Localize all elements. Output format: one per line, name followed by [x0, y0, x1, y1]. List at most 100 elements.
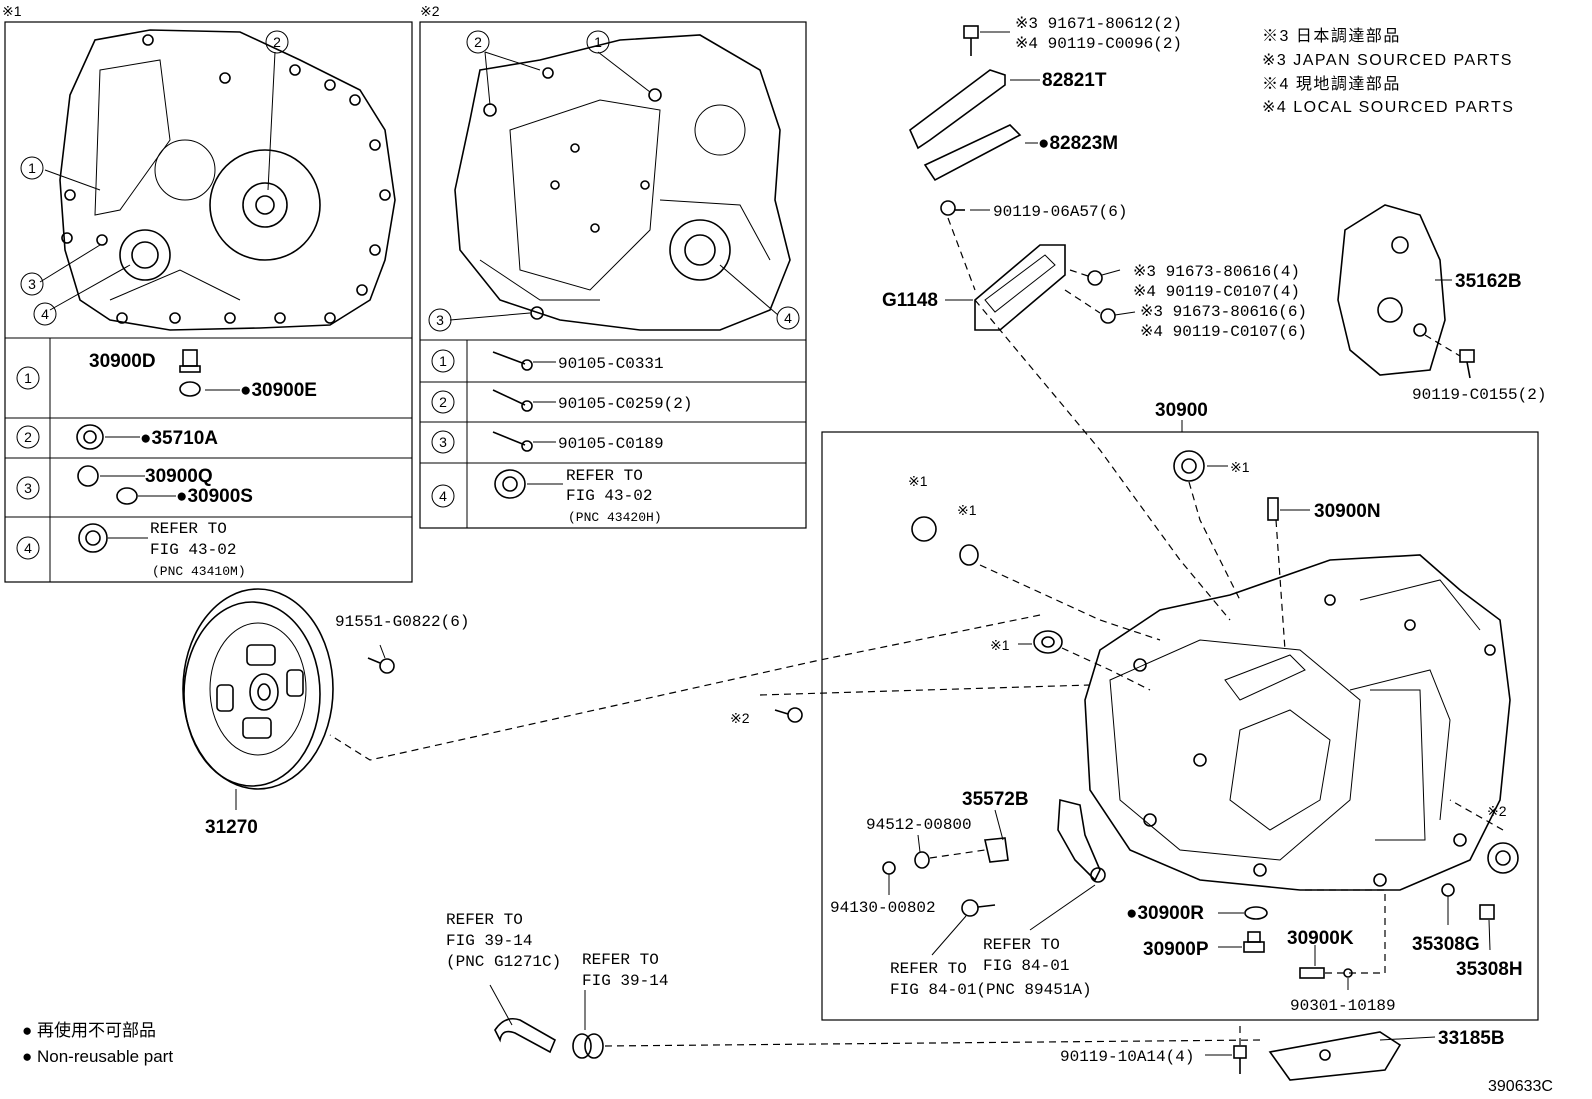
switch-35572B: [984, 798, 1106, 883]
svg-text:※1: ※1: [908, 473, 928, 489]
hose: [489, 984, 557, 1054]
washer-94512: [914, 834, 930, 869]
svg-text:FIG 84-01: FIG 84-01: [983, 957, 1069, 975]
svg-text:2: 2: [439, 394, 447, 410]
assembly-frame: [821, 431, 1539, 1021]
svg-text:35572B: 35572B: [962, 789, 1029, 810]
svg-text:3: 3: [28, 276, 36, 292]
svg-text:FIG 39-14: FIG 39-14: [582, 972, 668, 990]
svg-text:FIG 84-01(PNC 89451A): FIG 84-01(PNC 89451A): [890, 981, 1092, 999]
svg-text:90301-10189: 90301-10189: [1290, 997, 1396, 1015]
oring-35308G: [1441, 883, 1455, 925]
svg-text:●30900R: ●30900R: [1126, 903, 1204, 924]
svg-text:● Non-reusable part: ● Non-reusable part: [22, 1047, 173, 1066]
plug-35308H: [1479, 904, 1495, 951]
svg-text:82821T: 82821T: [1042, 70, 1107, 91]
svg-text:※1: ※1: [1230, 459, 1250, 475]
inset1-marker: ※1: [2, 3, 22, 19]
dashed-leaders: [329, 299, 1504, 831]
cover-35162B: [1337, 204, 1475, 379]
svg-text:FIG 43-02: FIG 43-02: [566, 487, 652, 505]
svg-text:1: 1: [594, 34, 602, 50]
bracket-82821T: [909, 69, 1040, 150]
svg-text:1: 1: [28, 160, 36, 176]
svg-text:REFER TO: REFER TO: [890, 960, 967, 978]
legend: ● 再使用不可部品 ● Non-reusable part: [22, 1020, 173, 1066]
svg-text:※3 日本調達部品: ※3 日本調達部品: [1262, 27, 1401, 45]
inset2-marker: ※2: [420, 3, 440, 19]
bolt-90119-06A57: [940, 200, 990, 216]
svg-text:4: 4: [784, 310, 792, 326]
svg-text:※3 JAPAN SOURCED PARTS: ※3 JAPAN SOURCED PARTS: [1262, 52, 1513, 69]
svg-text:●30900E: ●30900E: [240, 380, 317, 401]
svg-text:※2: ※2: [730, 710, 750, 726]
svg-text:1: 1: [439, 353, 447, 369]
svg-text:94130-00802: 94130-00802: [830, 899, 936, 917]
svg-text:FIG 43-02: FIG 43-02: [150, 541, 236, 559]
bolt-switch: [931, 884, 1096, 956]
svg-text:※4 90119-C0096(2): ※4 90119-C0096(2): [1015, 35, 1182, 53]
bracket-33185B: [1268, 1031, 1436, 1081]
svg-text:1: 1: [24, 370, 32, 386]
sensor-30900K: [1299, 889, 1386, 990]
inset2-frame: [419, 21, 807, 529]
svg-text:94512-00800: 94512-00800: [866, 816, 972, 834]
svg-text:4: 4: [439, 488, 447, 504]
clutch-disc-31270: [182, 588, 334, 810]
svg-text:90105-C0189: 90105-C0189: [558, 435, 664, 453]
transaxle-assembly: [1084, 554, 1511, 891]
svg-text:※4 現地調達部品: ※4 現地調達部品: [1262, 75, 1401, 93]
svg-text:30900D: 30900D: [89, 351, 156, 372]
bolt-91551: [367, 644, 395, 674]
svg-text:※2: ※2: [1487, 803, 1507, 819]
svg-text:4: 4: [41, 306, 49, 322]
svg-text:※3 91673-80616(4): ※3 91673-80616(4): [1133, 263, 1300, 281]
svg-text:(PNC 43410M): (PNC 43410M): [152, 564, 246, 579]
connector-G1148: [945, 244, 1066, 331]
svg-text:35162B: 35162B: [1455, 271, 1522, 292]
assembly-label: 30900: [1155, 400, 1208, 421]
diagram-id: 390633C: [1488, 1078, 1553, 1095]
svg-text:REFER TO: REFER TO: [983, 936, 1060, 954]
svg-text:90105-C0331: 90105-C0331: [558, 355, 664, 373]
svg-text:REFER TO: REFER TO: [566, 467, 643, 485]
sourcing-notes: ※3 日本調達部品 ※3 JAPAN SOURCED PARTS ※4 現地調達…: [1262, 27, 1514, 116]
inset1-frame: [4, 21, 413, 583]
svg-text:2: 2: [273, 34, 281, 50]
svg-text:30900P: 30900P: [1143, 939, 1209, 960]
bolt-90119-10A14: [1205, 1025, 1247, 1074]
case-drawing-1: [59, 29, 396, 331]
svg-text:35308H: 35308H: [1456, 959, 1523, 980]
svg-text:※3 91671-80612(2): ※3 91671-80612(2): [1015, 15, 1182, 33]
case-bolts-1: [61, 34, 391, 324]
seals-ref1: ※1 ※1 ※1 ※1: [908, 450, 1250, 654]
svg-text:4: 4: [24, 540, 32, 556]
clamp: [572, 990, 1261, 1059]
svg-text:3: 3: [439, 434, 447, 450]
svg-text:30900N: 30900N: [1314, 501, 1381, 522]
svg-text:3: 3: [436, 312, 444, 328]
svg-text:※1: ※1: [990, 637, 1010, 653]
svg-text:90119-C0155(2): 90119-C0155(2): [1412, 386, 1546, 404]
svg-text:※4 90119-C0107(4): ※4 90119-C0107(4): [1133, 283, 1300, 301]
svg-text:91551-G0822(6): 91551-G0822(6): [335, 613, 469, 631]
inset2-callouts: 2 1 3 4: [428, 30, 800, 332]
svg-text:G1148: G1148: [882, 290, 938, 311]
svg-text:※4 90119-C0107(6): ※4 90119-C0107(6): [1140, 323, 1307, 341]
svg-text:31270: 31270: [205, 817, 258, 838]
svg-text:FIG 39-14: FIG 39-14: [446, 932, 532, 950]
svg-text:2: 2: [24, 429, 32, 445]
svg-text:※4 LOCAL SOURCED PARTS: ※4 LOCAL SOURCED PARTS: [1262, 99, 1514, 116]
svg-text:●82823M: ●82823M: [1038, 133, 1118, 154]
svg-text:2: 2: [474, 34, 482, 50]
svg-text:REFER TO: REFER TO: [582, 951, 659, 969]
svg-text:35308G: 35308G: [1412, 934, 1480, 955]
svg-text:●30900S: ●30900S: [176, 486, 253, 507]
seal-ref2-right: [1487, 842, 1519, 874]
nut-94130: [882, 861, 896, 895]
svg-text:● 再使用不可部品: ● 再使用不可部品: [22, 1020, 156, 1040]
svg-text:3: 3: [24, 480, 32, 496]
svg-text:30900Q: 30900Q: [145, 466, 213, 487]
inset2-table: 1 2 3 4 90105-C0331 90105-C0259(2) 90105…: [431, 349, 692, 525]
